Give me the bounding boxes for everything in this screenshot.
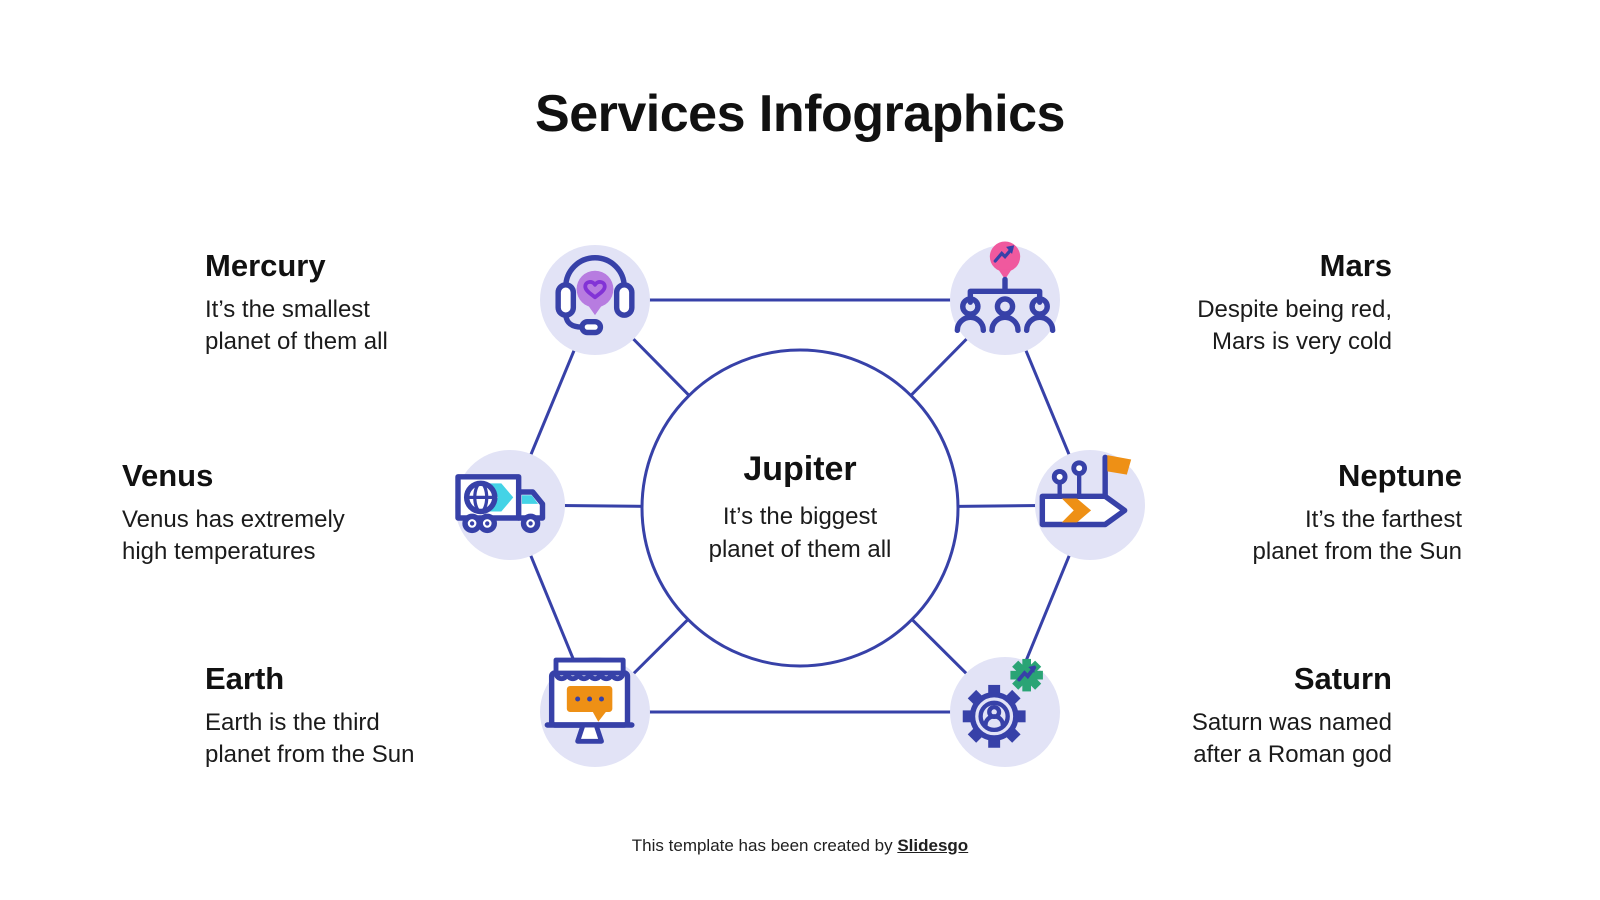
center-desc: It’s the biggest planet of them all — [708, 503, 892, 563]
node-title: Earth — [205, 661, 285, 696]
center-label-jupiter: Jupiter It’s the biggest planet of them … — [709, 450, 892, 566]
node-title: Mercury — [205, 248, 326, 283]
team-hierarchy-growth-icon — [954, 241, 1056, 334]
credit-text: This template has been created by — [631, 836, 898, 855]
roadmap-milestones-flag-icon — [1039, 454, 1132, 528]
customer-support-headset-icon — [555, 255, 635, 336]
online-store-chat-icon — [544, 657, 635, 744]
center-title: Jupiter — [743, 450, 857, 488]
global-delivery-truck-icon — [455, 474, 546, 534]
node-title: Saturn — [1293, 661, 1392, 696]
settings-profile-gear-icon — [962, 658, 1043, 748]
node-title: Venus — [122, 458, 214, 493]
page-title: Services Infographics — [535, 85, 1065, 143]
node-title: Neptune — [1338, 458, 1462, 493]
slidesgo-link[interactable]: Slidesgo — [897, 836, 969, 855]
node-title: Mars — [1319, 248, 1392, 283]
center-circle — [640, 348, 960, 668]
template-credit: This template has been created by Slides… — [0, 834, 1600, 858]
node-label-mars: Mars Despite being red,Mars is very cold — [1197, 248, 1392, 358]
node-desc: Despite being red,Mars is very cold — [1197, 296, 1392, 355]
